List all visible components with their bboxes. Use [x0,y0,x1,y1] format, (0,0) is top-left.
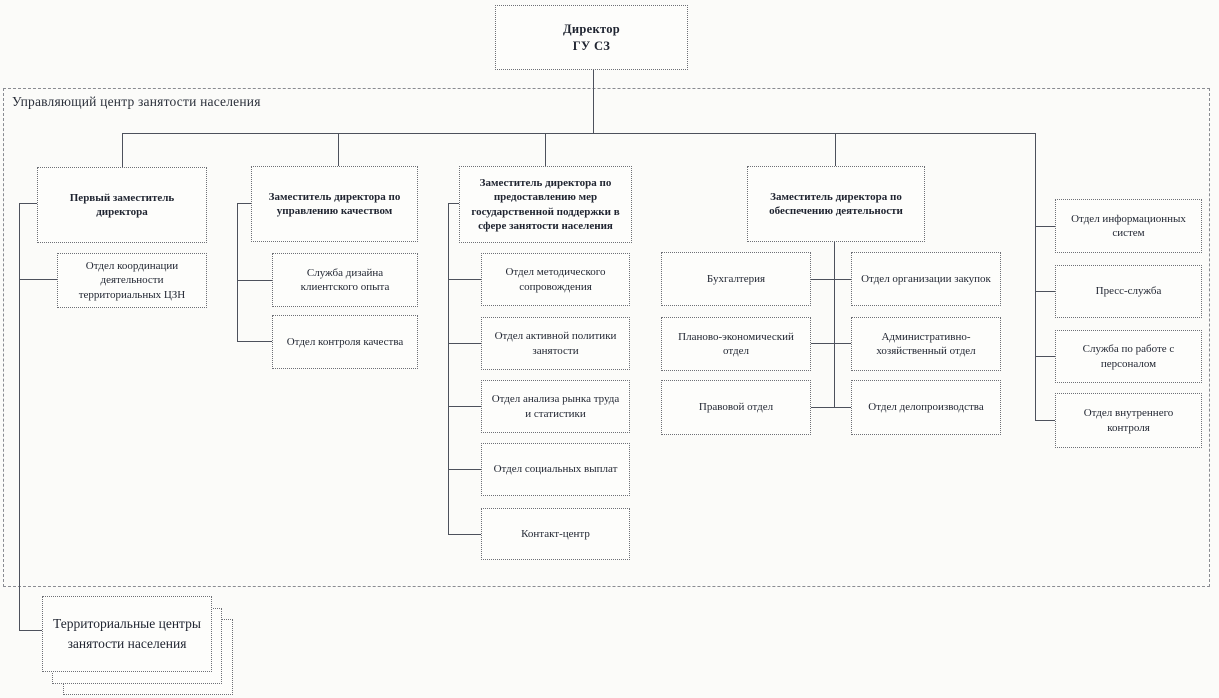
node-press-service: Пресс-служба [1055,265,1202,318]
node-director: Директор ГУ СЗ [495,5,688,70]
node-territorial-centers: Территориальные центры занятости населен… [42,596,212,672]
node-labor-market-dept: Отдел анализа рынка труда и статистики [481,380,630,433]
node-internal-control-dept: Отдел внутреннего контроля [1055,393,1202,448]
connector-line [811,407,851,408]
connector-line [19,203,37,204]
connector-line [19,203,20,631]
node-deputy-state-support: Заместитель директора по предоставлению … [459,166,632,243]
node-procurement-dept: Отдел организации закупок [851,252,1001,306]
node-design-service: Служба дизайна клиентского опыта [272,253,418,307]
connector-line [1035,420,1055,421]
node-contact-center: Контакт-центр [481,508,630,560]
connector-line [448,469,481,470]
connector-line [545,133,546,167]
node-hr-service: Служба по работе с персоналом [1055,330,1202,383]
connector-line [237,280,272,281]
connector-line [237,203,251,204]
connector-line [811,279,851,280]
node-legal-dept: Правовой отдел [661,380,811,435]
connector-line [448,203,449,534]
connector-line [237,203,238,342]
node-deputy-quality: Заместитель директора по управлению каче… [251,166,418,242]
connector-line [19,279,57,280]
node-deputy-operations: Заместитель директора по обеспечению дея… [747,166,925,242]
connector-line [19,630,42,631]
connector-line [593,70,594,133]
connector-line [122,133,123,167]
connector-line [237,341,272,342]
connector-line [448,279,481,280]
connector-line [448,203,459,204]
node-methodology-dept: Отдел методического сопровождения [481,253,630,306]
node-first-deputy: Первый заместитель директора [37,167,207,243]
connector-line [1035,356,1055,357]
connector-line [1035,226,1055,227]
node-social-payments-dept: Отдел социальных выплат [481,443,630,496]
connector-line [811,343,851,344]
node-quality-control-dept: Отдел контроля качества [272,315,418,369]
node-administrative-dept: Административно-хозяйственный отдел [851,317,1001,371]
connector-line [448,534,481,535]
connector-line [1035,133,1036,420]
managing-center-container [3,88,1210,587]
node-accounting: Бухгалтерия [661,252,811,306]
managing-center-label: Управляющий центр занятости населения [12,94,261,109]
connector-line [448,406,481,407]
node-active-policy-dept: Отдел активной политики занятости [481,317,630,370]
node-records-dept: Отдел делопроизводства [851,380,1001,435]
connector-line [1035,291,1055,292]
node-territorial-coordination-dept: Отдел координации деятельности территори… [57,253,207,308]
connector-line [122,133,1035,134]
connector-line [835,133,836,166]
node-information-systems-dept: Отдел информационных систем [1055,199,1202,253]
connector-line [834,240,835,407]
connector-line [338,133,339,166]
node-planning-economic-dept: Планово-экономический отдел [661,317,811,371]
connector-line [448,343,481,344]
